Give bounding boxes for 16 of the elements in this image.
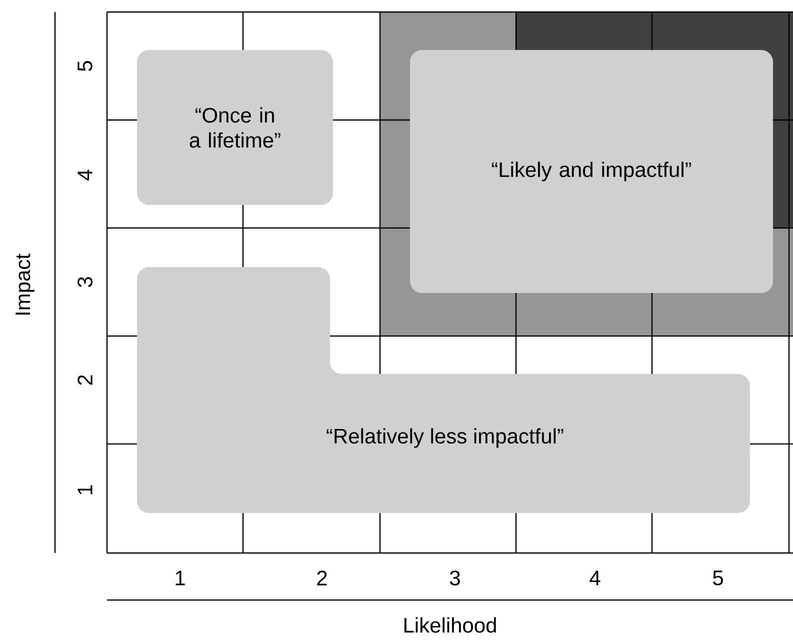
rounded-box: “Once in a lifetime”: [137, 50, 333, 205]
tick-label: 3: [450, 570, 460, 586]
tick-label: 5: [78, 61, 92, 71]
tick-label: 4: [590, 570, 600, 586]
tick-label: 5: [713, 570, 723, 586]
tick-label: 1: [176, 570, 185, 586]
tick-label: 3: [78, 277, 92, 288]
tick-label: 2: [78, 375, 92, 385]
tick-label: 2: [317, 570, 327, 586]
tick-label: 4: [78, 170, 92, 180]
rounded-box: “Likely and impactful”: [410, 50, 773, 293]
rounded-box: “Relatively less impactful”: [137, 267, 750, 513]
axis-title: Likelihood: [404, 617, 496, 633]
node-label: “Relatively less impactful”: [326, 428, 564, 448]
tick-label: 1: [78, 485, 92, 494]
axis-title: Impact: [16, 254, 34, 315]
